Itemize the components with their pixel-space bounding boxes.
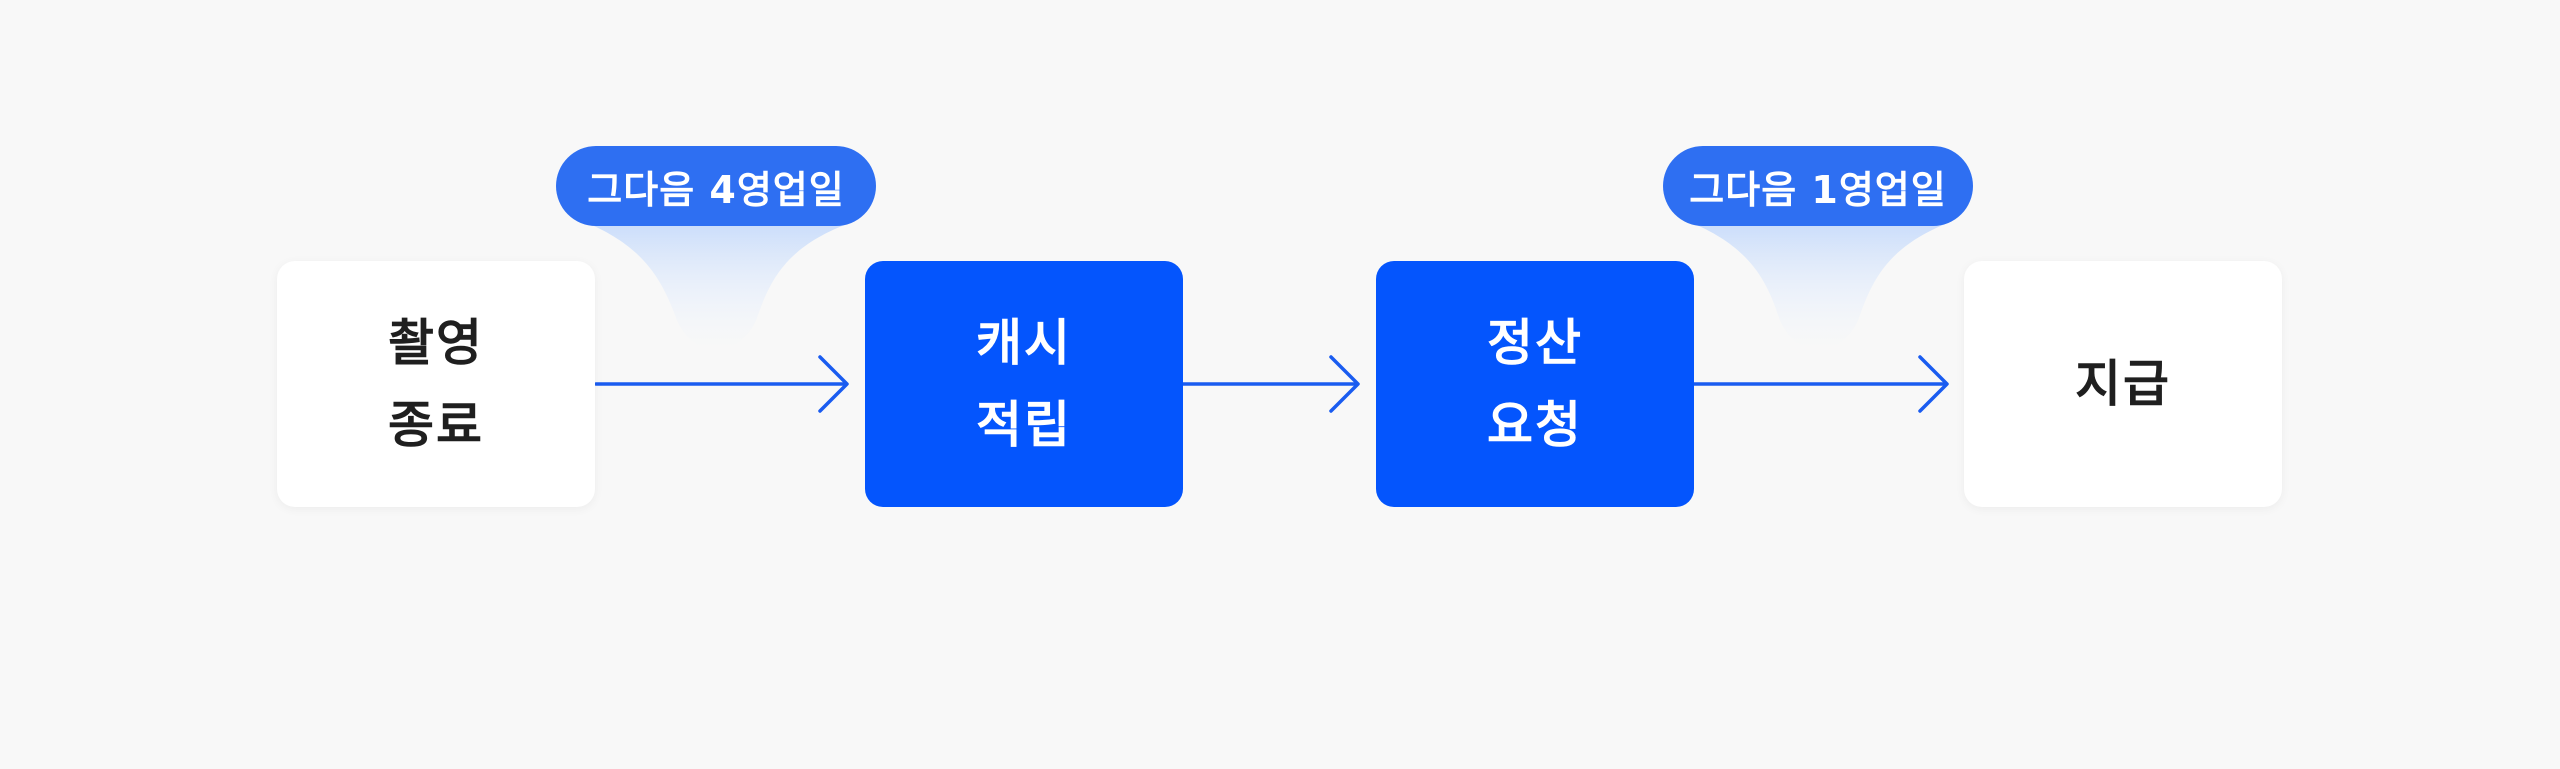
duration-badge-label: 그다음 1영업일 [1689, 167, 1947, 212]
arrow-1 [594, 355, 849, 413]
step-settlement-request: 정산 요청 [1376, 261, 1694, 507]
duration-beam-2 [1690, 222, 1950, 352]
step-label: 정산 요청 [1487, 314, 1583, 454]
step-label: 캐시 적립 [976, 314, 1072, 454]
arrow-2 [1181, 355, 1360, 413]
step-cash-credit: 캐시 적립 [865, 261, 1183, 507]
step-label: 촬영 종료 [388, 314, 484, 454]
duration-badge-2: 그다음 1영업일 [1663, 146, 1973, 226]
step-payout: 지급 [1964, 261, 2282, 507]
arrow-3 [1692, 355, 1949, 413]
duration-beam-1 [585, 222, 852, 352]
step-shoot-end: 촬영 종료 [277, 261, 595, 507]
duration-badge-1: 그다음 4영업일 [556, 146, 876, 226]
duration-badge-label: 그다음 4영업일 [587, 167, 845, 212]
step-label: 지급 [2075, 355, 2171, 413]
